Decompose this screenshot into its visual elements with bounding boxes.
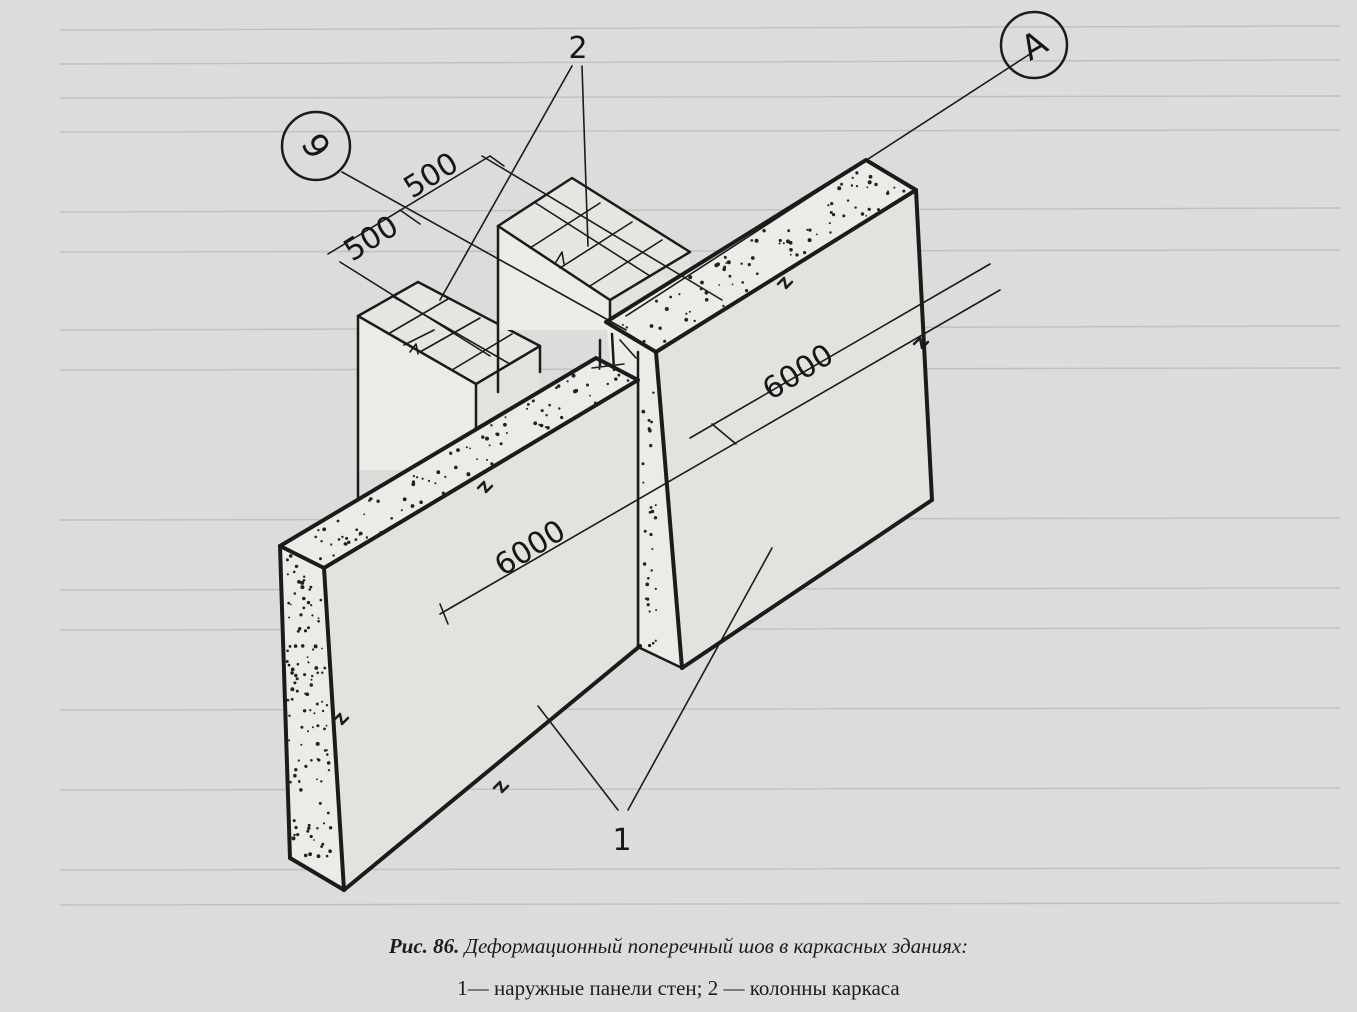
figure-caption: Рис. 86. Деформационный поперечный шов в…	[0, 934, 1357, 959]
expansion-joint-drawing: 9 A 500 500 6000 6000 2 1	[59, 10, 1341, 906]
callout-columns: 2	[568, 31, 587, 66]
expansion-joint-seam	[591, 332, 625, 372]
stipple-left-top	[314, 367, 630, 561]
callout-panels: 1	[612, 823, 631, 858]
bleed-through-lines	[59, 25, 1341, 906]
stipple-right-front	[641, 391, 658, 648]
figure-legend: 1— наружные панели стен; 2 — колонны кар…	[457, 976, 900, 1000]
figure-title: Деформационный поперечный шов в каркасны…	[464, 934, 969, 958]
stipple-right-top	[621, 171, 906, 343]
dimension-500-b: 500	[398, 146, 465, 206]
axis-label-9: 9	[292, 127, 337, 167]
stipple-left-front	[285, 554, 333, 859]
axis-label-a: A	[1014, 23, 1054, 69]
figure-number: Рис. 86.	[388, 934, 460, 958]
axis-leaders	[341, 53, 1031, 331]
dimension-lines	[327, 155, 1001, 625]
callout-leaders	[439, 65, 773, 811]
axis-marker-a: A	[999, 10, 1069, 80]
wall-panel-left	[278, 356, 642, 892]
axis-marker-9: 9	[280, 110, 352, 182]
dimension-500-a: 500	[338, 209, 405, 269]
column-left	[356, 280, 542, 538]
